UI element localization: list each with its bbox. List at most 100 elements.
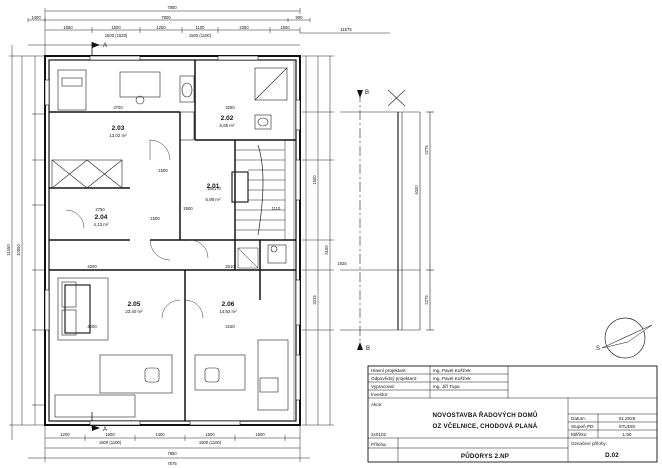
svg-text:7575: 7575 <box>167 461 177 466</box>
svg-text:2510: 2510 <box>225 264 235 269</box>
svg-text:1500: 1500 <box>205 432 215 437</box>
svg-text:1110: 1110 <box>272 206 281 211</box>
top-dim-row1-c: 900 <box>296 15 304 20</box>
room-2-05-number: 2.05 <box>128 301 141 308</box>
room-2-03-number: 2.03 <box>112 125 125 132</box>
top-dimensions <box>27 8 390 56</box>
meta-scale-value: 1:50 <box>623 432 632 437</box>
windows <box>44 55 301 426</box>
right-top-dim: 11575 <box>340 27 352 32</box>
top-dim-row1-b: 7800 <box>161 15 171 20</box>
svg-text:1500 (1100): 1500 (1100) <box>199 440 222 445</box>
tb-row1-label: Hlavní projektant: <box>371 368 407 373</box>
svg-text:2500: 2500 <box>183 206 193 211</box>
bedroom-2-05-furniture <box>54 277 173 418</box>
svg-text:1400: 1400 <box>155 432 165 437</box>
svg-text:7850: 7850 <box>167 451 177 456</box>
bottom-dim-texts: 1200 1500 1400 1500 1500 1500 (1100) 150… <box>60 432 265 466</box>
top-dim-row2-f: 1500 <box>280 25 290 30</box>
interior-walls <box>49 60 296 421</box>
svg-text:2015: 2015 <box>312 295 317 305</box>
sheet-value: D.02 <box>605 452 619 459</box>
north-arrow: S <box>596 317 653 359</box>
svg-text:1500 (1100): 1500 (1100) <box>99 440 122 445</box>
svg-text:2275: 2275 <box>424 145 429 155</box>
svg-text:4200: 4200 <box>87 264 97 269</box>
staircase <box>231 139 286 269</box>
room-labels: 2.03 13,02 m² 2.02 6,65 m² 2.01 6,98 m² … <box>94 115 238 314</box>
svg-text:3700: 3700 <box>113 105 123 110</box>
svg-text:5100: 5100 <box>324 245 329 255</box>
section-marker-b-bottom: B <box>357 342 370 352</box>
doors-swing <box>65 139 209 319</box>
svg-text:B: B <box>365 90 369 96</box>
inner-dimension-texts: 3700 3250 1500 2750 2500 4200 2510 4200 … <box>87 105 281 329</box>
room-2-03-area: 13,02 m² <box>109 133 127 138</box>
room-2-05-area: 23,40 m² <box>125 309 143 314</box>
room-2-02-number: 2.02 <box>221 115 234 122</box>
svg-text:2150: 2150 <box>225 324 235 329</box>
svg-text:4000: 4000 <box>414 185 419 195</box>
tb-row4-label: Investor: <box>371 392 389 397</box>
meta-date-value: 01.2026 <box>619 416 636 421</box>
svg-text:1925: 1925 <box>337 261 347 266</box>
sheet-label: Označení přílohy: <box>571 441 607 446</box>
svg-text:4200: 4200 <box>87 324 97 329</box>
meta-stage-value: STUDIE <box>619 424 636 429</box>
section-marker-b-top: B <box>357 90 369 98</box>
room-2-04-area: 4,13 m² <box>94 222 109 227</box>
tb-row5-label: Akce: <box>371 402 383 407</box>
room-2-01-number: 2.01 <box>207 183 220 190</box>
attachment-label: Příloha: <box>371 442 387 447</box>
overall-width-top: 7850 <box>167 5 177 10</box>
drawing-name: PŮDORYS 2.NP <box>461 452 509 460</box>
project-title-line2: OZ VČELNICE, CHODOVÁ PLANÁ <box>433 423 538 430</box>
terrace-dim-texts: 4000 2275 2275 1925 <box>337 145 429 305</box>
tb-row3-value: Ing. Jiří Tupa <box>433 384 460 389</box>
meta-date-label: Datum: <box>571 416 586 421</box>
room-2-06-number: 2.06 <box>222 301 235 308</box>
svg-text:A: A <box>103 43 107 49</box>
svg-text:1500: 1500 <box>312 175 317 185</box>
title-block <box>367 365 658 463</box>
svg-text:1500: 1500 <box>105 432 115 437</box>
bottom-dimensions <box>28 425 310 462</box>
project-title-line1: NOVOSTAVBA ŘADOVÝCH DOMŮ <box>432 411 537 419</box>
bathroom-fixtures <box>179 67 288 141</box>
svg-text:B: B <box>366 346 370 352</box>
left-dim-inner: 10550 <box>16 244 21 256</box>
top-dim-row2-a: 1650 <box>63 25 73 30</box>
top-dim-row2-sub-a: 1500 (1520) <box>105 33 128 38</box>
left-dimensions <box>9 45 45 440</box>
top-dim-row2-d: 1100 <box>195 25 205 30</box>
section-b-line <box>340 89 434 350</box>
left-dim-total: 11450 <box>6 244 11 256</box>
bedroom-2-03-furniture <box>51 69 161 189</box>
svg-text:1200: 1200 <box>60 432 70 437</box>
tb-row2-value: Ing. Pavel Košťrek <box>433 376 471 381</box>
room-2-01-area: 6,98 m² <box>206 197 221 202</box>
top-dim-row1-a: 1400 <box>31 15 41 20</box>
svg-text:1500: 1500 <box>255 432 265 437</box>
room-2-02-area: 6,65 m² <box>220 123 235 128</box>
meta-scale-label: Měřítko: <box>571 432 588 437</box>
svg-text:2750: 2750 <box>95 207 105 212</box>
north-arrow-letter: S <box>596 346 600 352</box>
right-dimensions <box>302 55 334 426</box>
room-2-06-area: 14,92 m² <box>219 309 237 314</box>
svg-text:2275: 2275 <box>424 295 429 305</box>
svg-text:3250: 3250 <box>225 105 235 110</box>
meta-stage-label: Stupeň PD: <box>571 424 595 429</box>
right-dim-texts: 1500 2015 5100 <box>312 175 329 305</box>
title-block-texts: Hlavní projektant: Ing. Pavel Košťrek Od… <box>371 368 636 460</box>
stair-label: 16x170 <box>207 186 221 191</box>
svg-text:1500: 1500 <box>150 216 160 221</box>
top-dim-row2-sub-b: 1500 (1100) <box>189 33 212 38</box>
tb-row2-label: Odpovědný projektant: <box>371 376 417 381</box>
tb-row3-label: Vypracoval: <box>371 384 395 389</box>
tb-row1-value: Ing. Pavel Košťrek <box>433 368 471 373</box>
project-code: 2x0102 <box>371 432 387 437</box>
room-2-04-number: 2.04 <box>95 214 108 221</box>
svg-text:1500: 1500 <box>158 168 168 173</box>
